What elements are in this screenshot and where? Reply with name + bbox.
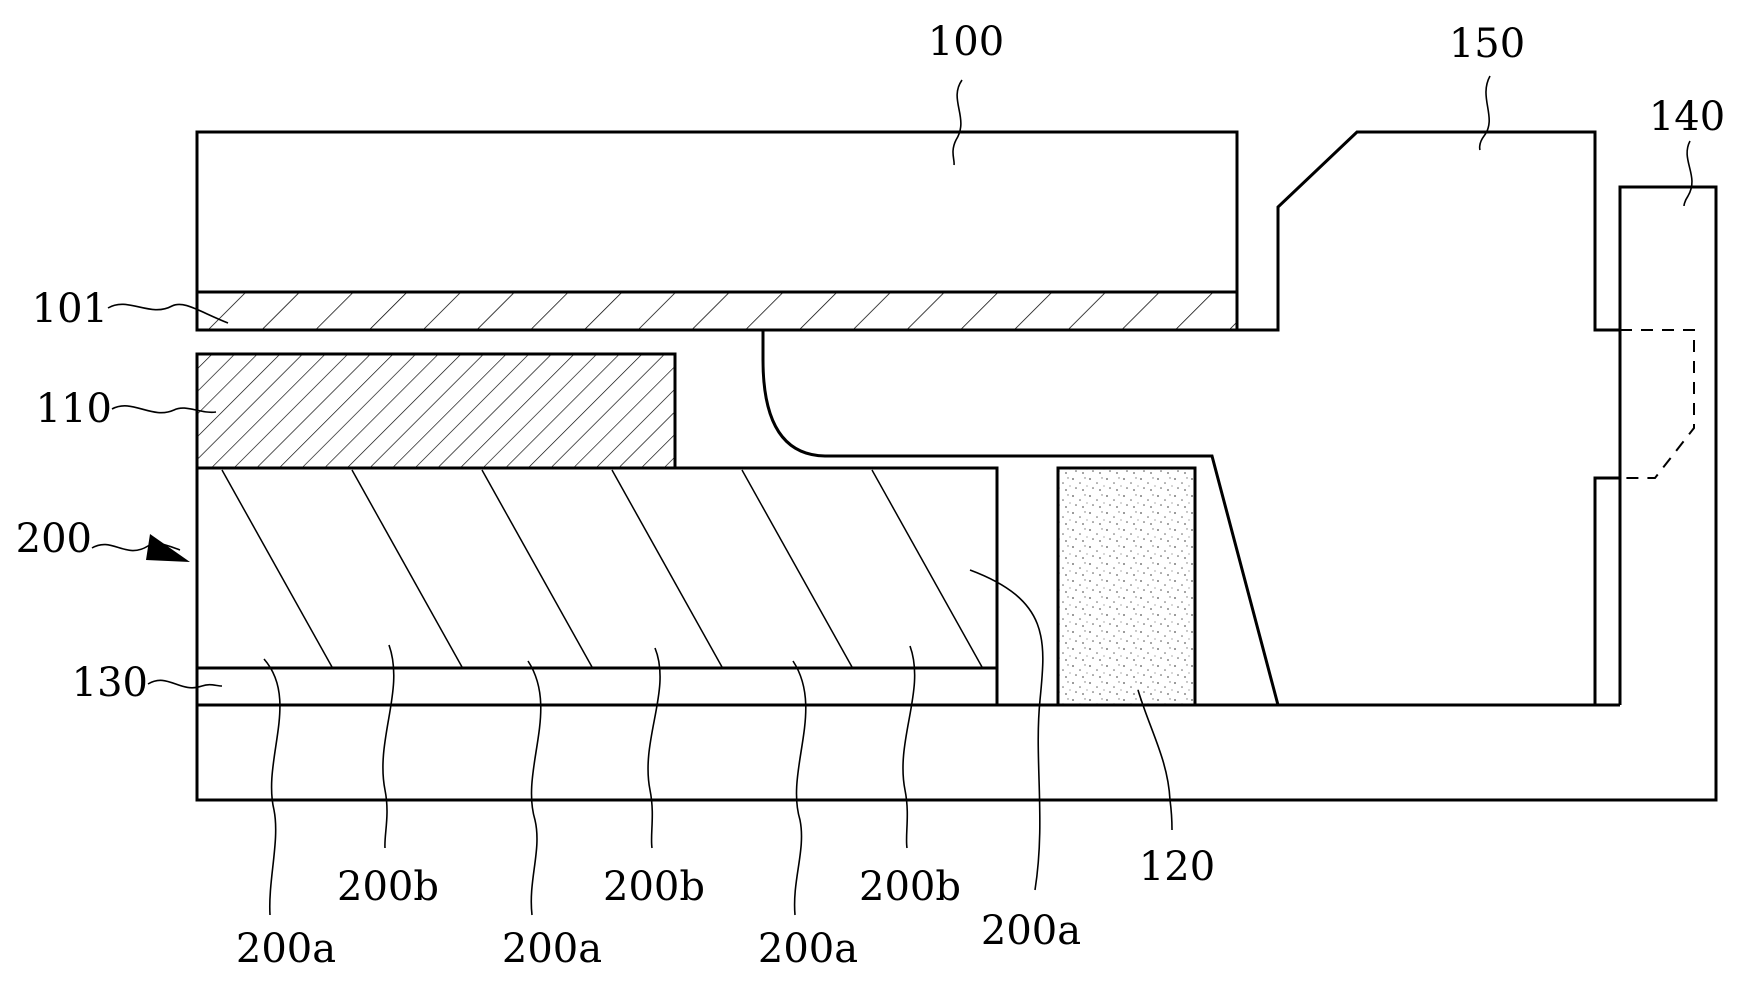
part-120 — [1058, 468, 1195, 705]
frame-140 — [197, 187, 1716, 800]
layer-101 — [197, 292, 1237, 330]
frame-150 — [1237, 132, 1620, 330]
label-100: 100 — [928, 19, 1004, 65]
arrowhead-200 — [146, 534, 190, 562]
label-200a-3: 200a — [758, 926, 858, 972]
leader-lines — [108, 76, 1692, 915]
label-120: 120 — [1139, 844, 1215, 890]
label-200a-4: 200a — [981, 908, 1081, 954]
hinge-dashed — [1620, 330, 1694, 478]
block-110 — [197, 354, 675, 468]
label-140: 140 — [1649, 94, 1725, 140]
label-200b-3: 200b — [859, 864, 961, 910]
label-150: 150 — [1449, 21, 1525, 67]
label-200a-1: 200a — [236, 926, 336, 972]
label-200b-2: 200b — [603, 864, 705, 910]
label-200b-1: 200b — [337, 864, 439, 910]
label-101: 101 — [32, 286, 108, 332]
label-200: 200 — [16, 516, 92, 562]
label-200a-2: 200a — [502, 926, 602, 972]
label-130: 130 — [72, 660, 148, 706]
layer-130 — [197, 668, 997, 705]
lightguide-200 — [197, 468, 997, 668]
lightguide-divisions — [222, 470, 982, 667]
cover-plate-100 — [197, 132, 1237, 292]
label-110: 110 — [36, 386, 112, 432]
